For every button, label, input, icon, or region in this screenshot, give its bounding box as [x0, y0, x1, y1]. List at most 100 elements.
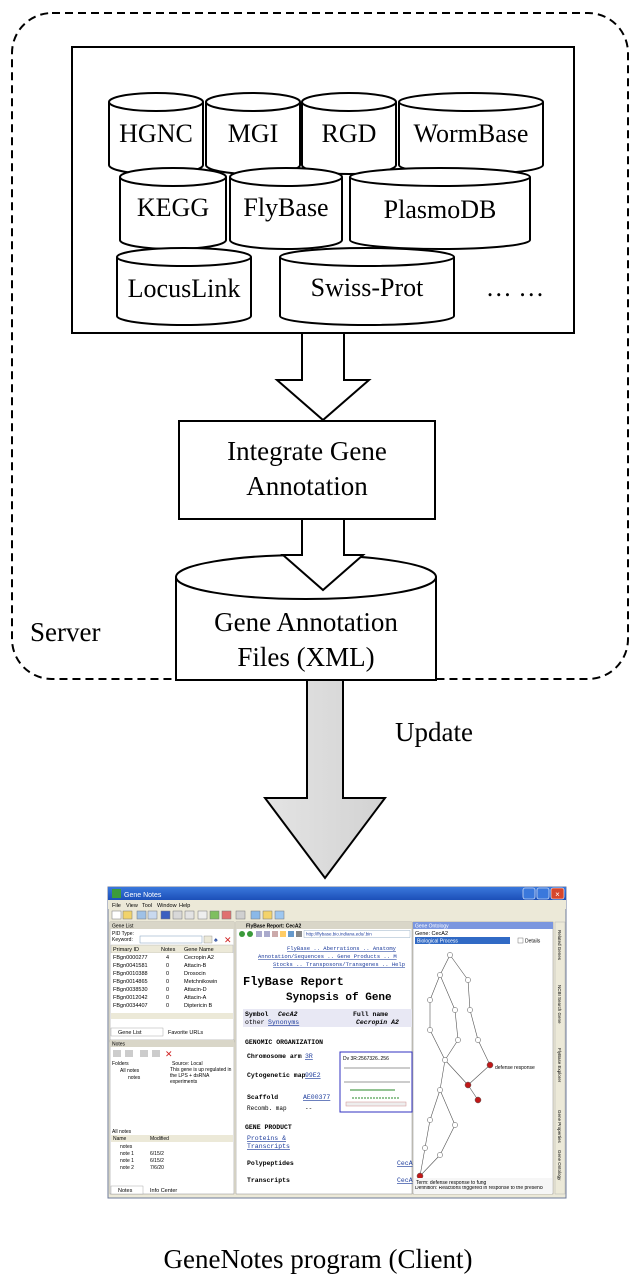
polypeptides-link[interactable]: CecA — [397, 1160, 413, 1167]
menu-view[interactable]: View — [126, 903, 138, 909]
proteins-link-2[interactable]: Transcripts — [247, 1143, 290, 1150]
menu-file[interactable]: File — [112, 903, 121, 909]
col-notes[interactable]: Notes — [161, 947, 176, 953]
col-modified[interactable]: Modified — [150, 1136, 169, 1142]
col-primary-id[interactable]: Primary ID — [113, 947, 139, 953]
folder-icon[interactable] — [140, 1050, 148, 1057]
note-row[interactable]: note 2 — [120, 1165, 134, 1171]
table-cell: Drosocin — [184, 971, 206, 977]
history-icon[interactable] — [288, 931, 294, 937]
symbol-label: Symbol — [245, 1011, 269, 1018]
note-row[interactable]: note 1 — [120, 1151, 134, 1157]
clear-icon[interactable]: ✕ — [224, 935, 232, 945]
minimize-button[interactable] — [522, 887, 536, 900]
proteins-link-1[interactable]: Proteins & — [247, 1135, 286, 1142]
note-row[interactable]: note 1 — [120, 1158, 134, 1164]
menu-help[interactable]: Help — [179, 903, 190, 909]
side-tab-related-genes[interactable]: Related Genes — [557, 930, 562, 961]
table-cell[interactable]: FBgn0010388 — [113, 971, 148, 977]
star-icon[interactable] — [262, 910, 273, 920]
note-text[interactable]: This gene is up regulated in the LPS + d… — [170, 1067, 232, 1085]
transcripts-label: Transcripts — [247, 1177, 290, 1184]
genome-map[interactable]: Dv 3R:2567326..256 — [339, 1051, 413, 1113]
list-icon[interactable] — [184, 910, 195, 920]
table-cell[interactable]: FBgn0012042 — [113, 995, 148, 1001]
tab-gene-list[interactable] — [110, 1027, 164, 1037]
url-input[interactable] — [303, 930, 411, 938]
table-cell[interactable]: FBgn0038530 — [113, 987, 148, 993]
tab-favorite-urls[interactable]: Favorite URLs — [168, 1030, 203, 1036]
report-tab-title[interactable]: FlyBase Report: CecA2 — [246, 924, 302, 930]
chromosome-link[interactable]: 3R — [305, 1053, 313, 1060]
db-cylinder-locuslink: LocusLink — [116, 247, 252, 326]
favorites-icon[interactable] — [280, 931, 286, 937]
tab-gene-list-label: Gene List — [118, 1030, 142, 1036]
save-icon[interactable] — [136, 910, 147, 920]
folder-all-notes[interactable]: All notes — [120, 1068, 140, 1074]
help-icon[interactable] — [125, 1050, 133, 1057]
cytogenetic-link[interactable]: 99E2 — [305, 1072, 321, 1079]
db-label: WormBase — [414, 119, 529, 148]
horizontal-scrollbar[interactable] — [111, 1013, 233, 1019]
table-cell[interactable]: FBgn0000277 — [113, 955, 148, 961]
add-icon[interactable] — [152, 1050, 160, 1057]
scaffold-link[interactable]: AE00377 — [303, 1094, 330, 1101]
col-gene-name[interactable]: Gene Name — [184, 947, 214, 953]
link-icon[interactable] — [235, 910, 246, 920]
url-text: http://flybase.bio.indiana.edu/.bin — [306, 932, 372, 937]
stop-icon[interactable] — [256, 931, 262, 937]
nav-links-1[interactable]: FlyBase .. Aberrations .. Anatomy — [287, 945, 397, 952]
col-name[interactable]: Name — [113, 1136, 127, 1142]
delete-icon[interactable]: ✕ — [165, 1049, 173, 1059]
dropdown-icon[interactable] — [203, 935, 213, 944]
grid-icon[interactable] — [172, 910, 183, 920]
gene-list-title: Gene List — [112, 924, 134, 930]
new-note-icon[interactable] — [113, 1050, 121, 1057]
db-label: RGD — [322, 119, 377, 148]
nav-links-3[interactable]: Stocks .. Transposons/Transgenes .. Help — [273, 961, 405, 968]
recomb-value: -- — [305, 1105, 312, 1112]
close-button[interactable] — [550, 887, 565, 900]
print-page-icon[interactable] — [296, 931, 302, 937]
tree-icon[interactable] — [221, 910, 232, 920]
print-icon[interactable] — [147, 910, 158, 920]
id-icon[interactable] — [160, 910, 171, 920]
side-tab-gene-ontology[interactable]: Gene Ontology — [557, 1150, 562, 1181]
synonyms-link[interactable]: Synonyms — [268, 1019, 299, 1026]
forward-icon[interactable] — [247, 931, 253, 937]
ontology-graph[interactable] — [419, 954, 491, 1177]
other-label: other — [245, 1019, 265, 1026]
folder-notes[interactable]: notes — [128, 1075, 141, 1081]
side-tab-gene-properties[interactable]: Gene Properties — [557, 1110, 562, 1144]
menu-window[interactable]: Window — [157, 903, 177, 909]
back-icon[interactable] — [239, 931, 245, 937]
table-cell[interactable]: FBgn0014865 — [113, 979, 148, 985]
maximize-button[interactable] — [536, 887, 550, 900]
table-cell[interactable]: FBgn0041581 — [113, 963, 148, 969]
table-cell[interactable]: FBgn0034407 — [113, 1003, 148, 1009]
window-icon[interactable] — [250, 910, 261, 920]
side-tab-flybase[interactable]: FlyBase Explorer — [557, 1048, 562, 1083]
refresh-icon[interactable] — [264, 931, 270, 937]
globe-icon[interactable] — [274, 910, 285, 920]
db-label: MGI — [228, 119, 279, 148]
details-checkbox[interactable] — [517, 937, 524, 944]
open-icon[interactable] — [122, 910, 133, 920]
keyword-input[interactable] — [139, 935, 203, 944]
tab-notes[interactable] — [110, 1185, 144, 1195]
tab-info-center[interactable]: Info Center — [150, 1188, 177, 1194]
nav-links-2[interactable]: Annotation/Sequences .. Gene Products ..… — [258, 953, 397, 960]
binoculars-icon[interactable]: ♠ — [214, 937, 218, 944]
process-select[interactable] — [415, 937, 510, 944]
table-cell: Attacin-A — [184, 995, 207, 1001]
chart-icon[interactable] — [209, 910, 220, 920]
menu-tool[interactable]: Tool — [142, 903, 152, 909]
doc-icon[interactable] — [197, 910, 208, 920]
process-select-value: Biological Process — [417, 939, 458, 945]
note-row[interactable]: notes — [120, 1144, 133, 1150]
db-cylinder-wormbase: WormBase — [398, 92, 544, 175]
new-icon[interactable] — [111, 910, 122, 920]
side-tab-ncbi[interactable]: NCBI Search Gene — [557, 985, 562, 1024]
home-icon[interactable] — [272, 931, 278, 937]
transcripts-link[interactable]: CecA — [397, 1177, 413, 1184]
